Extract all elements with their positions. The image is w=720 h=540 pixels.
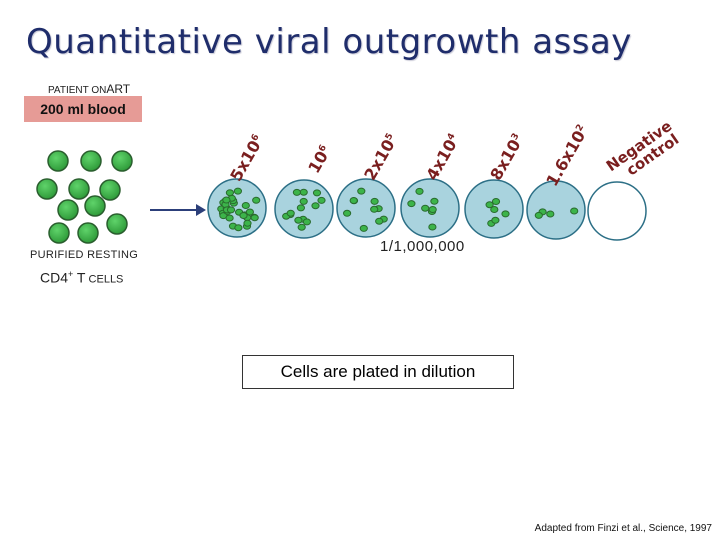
- dilution-well: [526, 180, 586, 240]
- plating-arrow: [150, 204, 206, 216]
- patient-suffix: ART: [106, 82, 131, 96]
- cd4-sup: +: [68, 269, 74, 279]
- cell: [84, 195, 106, 217]
- well-cell: [243, 219, 252, 227]
- cell: [57, 199, 79, 221]
- well-cell: [343, 209, 352, 217]
- well-cell: [415, 187, 424, 195]
- well-cell: [299, 197, 308, 205]
- cell: [47, 150, 69, 172]
- cd4-text: CD4: [40, 269, 69, 286]
- well-cell: [428, 206, 437, 213]
- well-cell: [292, 188, 301, 196]
- well-cell: [428, 223, 437, 231]
- well-cell: [226, 206, 236, 214]
- citation: Adapted from Finzi et al., Science, 1997: [534, 523, 712, 534]
- cell: [99, 179, 121, 201]
- cell: [111, 150, 133, 172]
- dilution-ratio: 1/1,000,000: [380, 238, 465, 255]
- well-cell: [241, 202, 250, 209]
- well-cell: [357, 187, 366, 195]
- well-cell: [225, 214, 234, 222]
- cell: [48, 222, 70, 244]
- t-text: T: [73, 269, 86, 286]
- patient-prefix: PATIENT ON: [48, 85, 107, 96]
- well-cell: [491, 216, 500, 224]
- cd4-cell-cluster: [36, 150, 133, 244]
- well-cell: [299, 188, 308, 196]
- well-cell: [491, 198, 501, 205]
- well-cell: [250, 214, 259, 222]
- negative-control-well: [587, 181, 647, 241]
- cells-text: CELLS: [85, 273, 124, 286]
- well-cell: [570, 207, 579, 215]
- cell: [80, 150, 102, 172]
- cd4-t-cells-label: CD4+ T CELLS: [40, 269, 123, 286]
- well-cell: [302, 218, 311, 226]
- blood-volume-label: 200 ml blood: [24, 96, 142, 122]
- well-cell: [430, 197, 439, 205]
- well-cell: [485, 201, 494, 209]
- cell: [106, 213, 128, 235]
- purified-resting-label: PURIFIED RESTING: [30, 249, 139, 261]
- well-cell: [234, 224, 243, 232]
- well-cell: [349, 197, 358, 204]
- cell: [36, 178, 58, 200]
- well-cell: [297, 223, 306, 231]
- cell: [77, 222, 99, 244]
- well-cell: [546, 210, 555, 218]
- cell: [68, 178, 90, 200]
- well-cell: [317, 196, 326, 204]
- well-cell: [225, 189, 234, 197]
- patient-label: PATIENT ONART: [48, 82, 130, 96]
- dilution-wells: [207, 178, 647, 241]
- well-cell: [233, 187, 242, 195]
- well-cell: [421, 204, 430, 212]
- well-cell: [490, 206, 499, 213]
- well-cell: [252, 196, 261, 204]
- well-cell: [375, 217, 384, 225]
- well-cell: [359, 224, 368, 232]
- well-cell: [370, 205, 379, 213]
- well-cell: [407, 200, 416, 208]
- well-cell: [312, 189, 322, 197]
- well-cell: [501, 210, 510, 218]
- well-cell: [296, 204, 305, 212]
- well-cell: [311, 202, 320, 210]
- well-cell: [370, 197, 379, 205]
- well-cell: [534, 211, 543, 219]
- well-cell: [294, 216, 303, 224]
- page-title: Quantitative viral outgrowth assay: [26, 22, 632, 62]
- plated-in-dilution-box: Cells are plated in dilution: [242, 355, 514, 389]
- well-cell: [239, 212, 248, 219]
- well-cell: [286, 209, 295, 217]
- well-cell: [245, 208, 254, 216]
- well-cell: [222, 196, 231, 204]
